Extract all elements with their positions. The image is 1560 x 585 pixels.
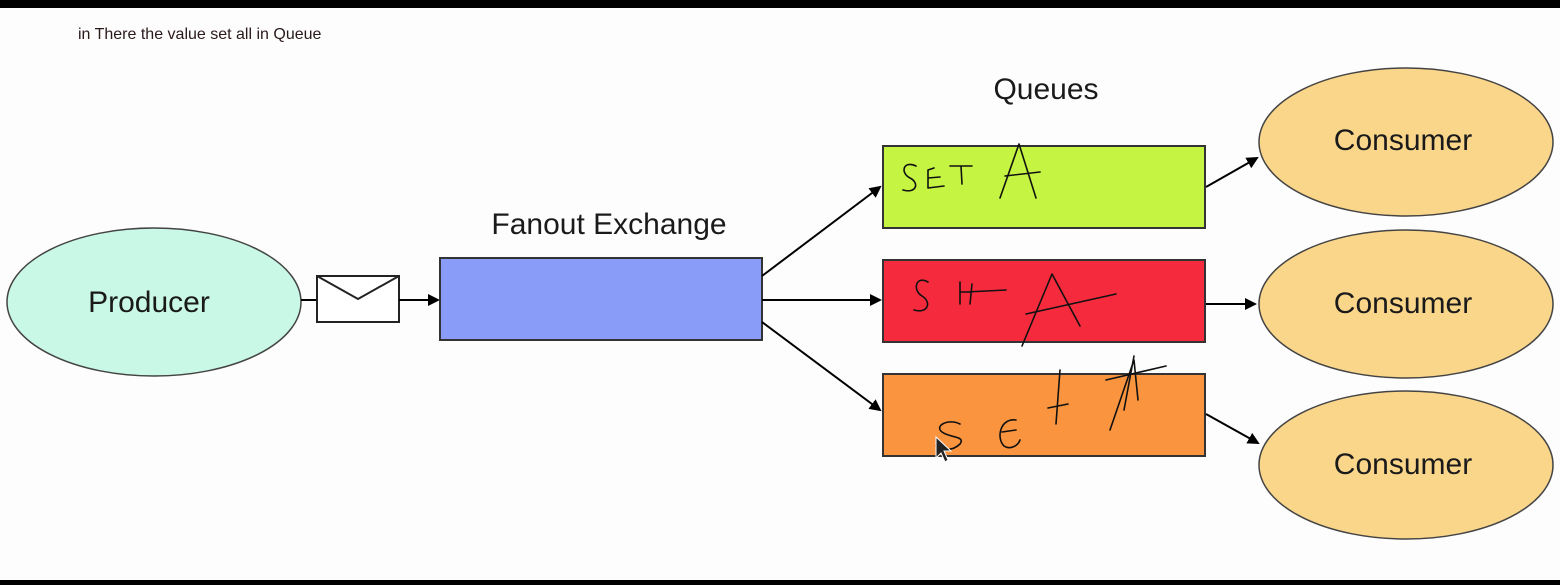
queue-3-box	[882, 373, 1206, 457]
envelope-icon	[316, 275, 400, 323]
caption-text: in There the value set all in Queue	[78, 26, 322, 43]
consumer-3-node	[1258, 390, 1554, 540]
handwritten-set-a-1	[902, 143, 1041, 199]
consumer-2-label: Consumer	[1334, 287, 1472, 320]
exchange-to-queue-3-arrow	[761, 321, 882, 412]
mouse-cursor-icon	[935, 435, 953, 463]
consumer-1-label: Consumer	[1334, 124, 1472, 157]
queue-3-to-consumer-arrow	[1205, 413, 1260, 444]
fanout-exchange-box	[439, 257, 763, 341]
queue-2-box	[882, 259, 1206, 343]
fanout-diagram: Producer Fanout Exchange Queues	[6, 67, 1554, 540]
diagram-canvas: in There the value set all in Queue Prod…	[0, 8, 1560, 580]
consumer-2-node	[1258, 229, 1554, 379]
producer-label: Producer	[88, 286, 210, 319]
consumer-3-label: Consumer	[1334, 448, 1472, 481]
exchange-title: Fanout Exchange	[491, 208, 726, 241]
queue-1-to-consumer-arrow	[1205, 157, 1259, 188]
consumer-1-node	[1258, 67, 1554, 217]
queues-title: Queues	[993, 73, 1098, 106]
handwritten-set-a-2	[913, 273, 1117, 347]
producer-node	[6, 227, 302, 377]
exchange-to-queue-1-arrow	[761, 185, 882, 277]
